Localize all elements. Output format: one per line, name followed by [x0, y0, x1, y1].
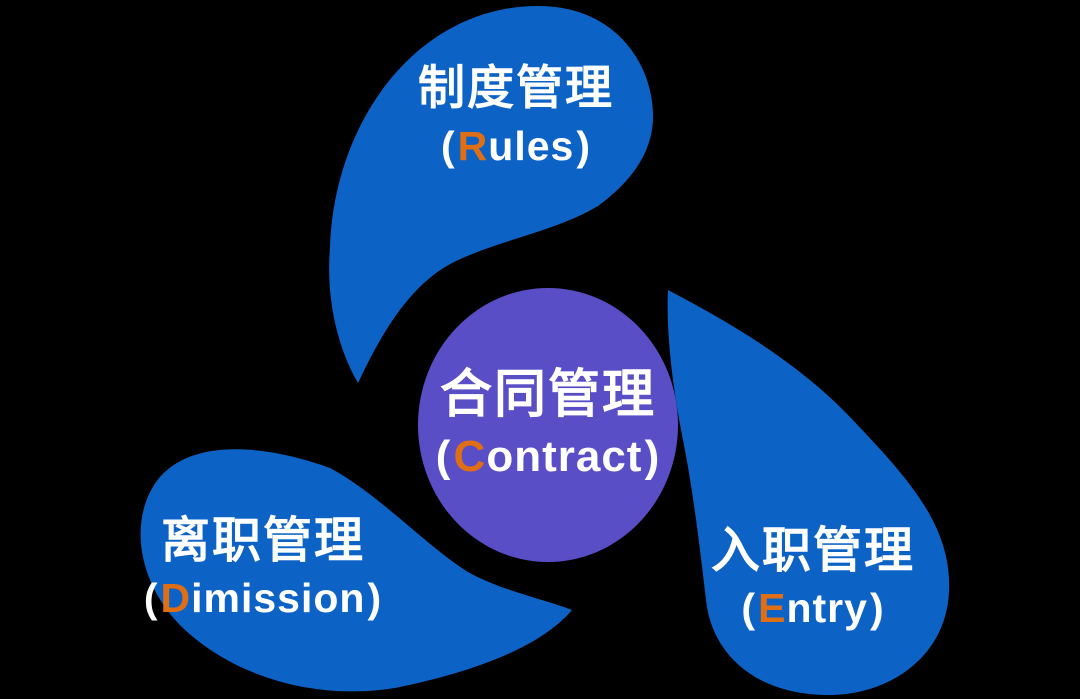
- rules-paren-close: ): [576, 123, 592, 169]
- entry-paren-close: ): [869, 585, 885, 631]
- entry-accent-letter: E: [758, 585, 787, 631]
- rules-en-text: (Rules): [306, 123, 726, 169]
- rules-paren-open: (: [440, 123, 456, 169]
- rules-drop-shape: [329, 6, 654, 383]
- entry-en-text: (Entry): [603, 584, 1023, 632]
- entry-paren-open: (: [741, 585, 757, 631]
- entry-rest-text: ntry: [786, 585, 868, 631]
- dimission-accent-letter: D: [160, 575, 192, 621]
- dimission-paren-close: ): [367, 575, 383, 621]
- contract-paren-close: ): [644, 432, 661, 481]
- rules-zh-text: 制度管理: [418, 61, 614, 114]
- dimission-label: 离职管理 (Dimission): [53, 514, 473, 622]
- dimission-drop-shape: [140, 449, 572, 692]
- dimission-paren-open: (: [143, 575, 159, 621]
- entry-label: 入职管理 (Entry): [603, 524, 1023, 632]
- contract-accent-letter: C: [453, 432, 487, 481]
- contract-center-circle: [418, 288, 678, 562]
- contract-en-text: (Contract): [338, 432, 758, 482]
- rules-label: 制度管理 (Rules): [306, 61, 726, 170]
- entry-zh-text: 入职管理: [710, 524, 915, 578]
- dimission-en-text: (Dimission): [53, 574, 473, 622]
- contract-label: 合同管理 (Contract): [338, 368, 758, 482]
- entry-drop-shape: [667, 290, 950, 696]
- rules-rest-text: ules: [488, 123, 575, 169]
- dimission-rest-text: imission: [191, 575, 366, 621]
- contract-zh-text: 合同管理: [439, 366, 656, 424]
- dimission-zh-text: 离职管理: [160, 514, 365, 568]
- rules-accent-letter: R: [457, 123, 489, 169]
- contract-paren-open: (: [435, 432, 452, 481]
- contract-rest-text: ontract: [486, 432, 643, 481]
